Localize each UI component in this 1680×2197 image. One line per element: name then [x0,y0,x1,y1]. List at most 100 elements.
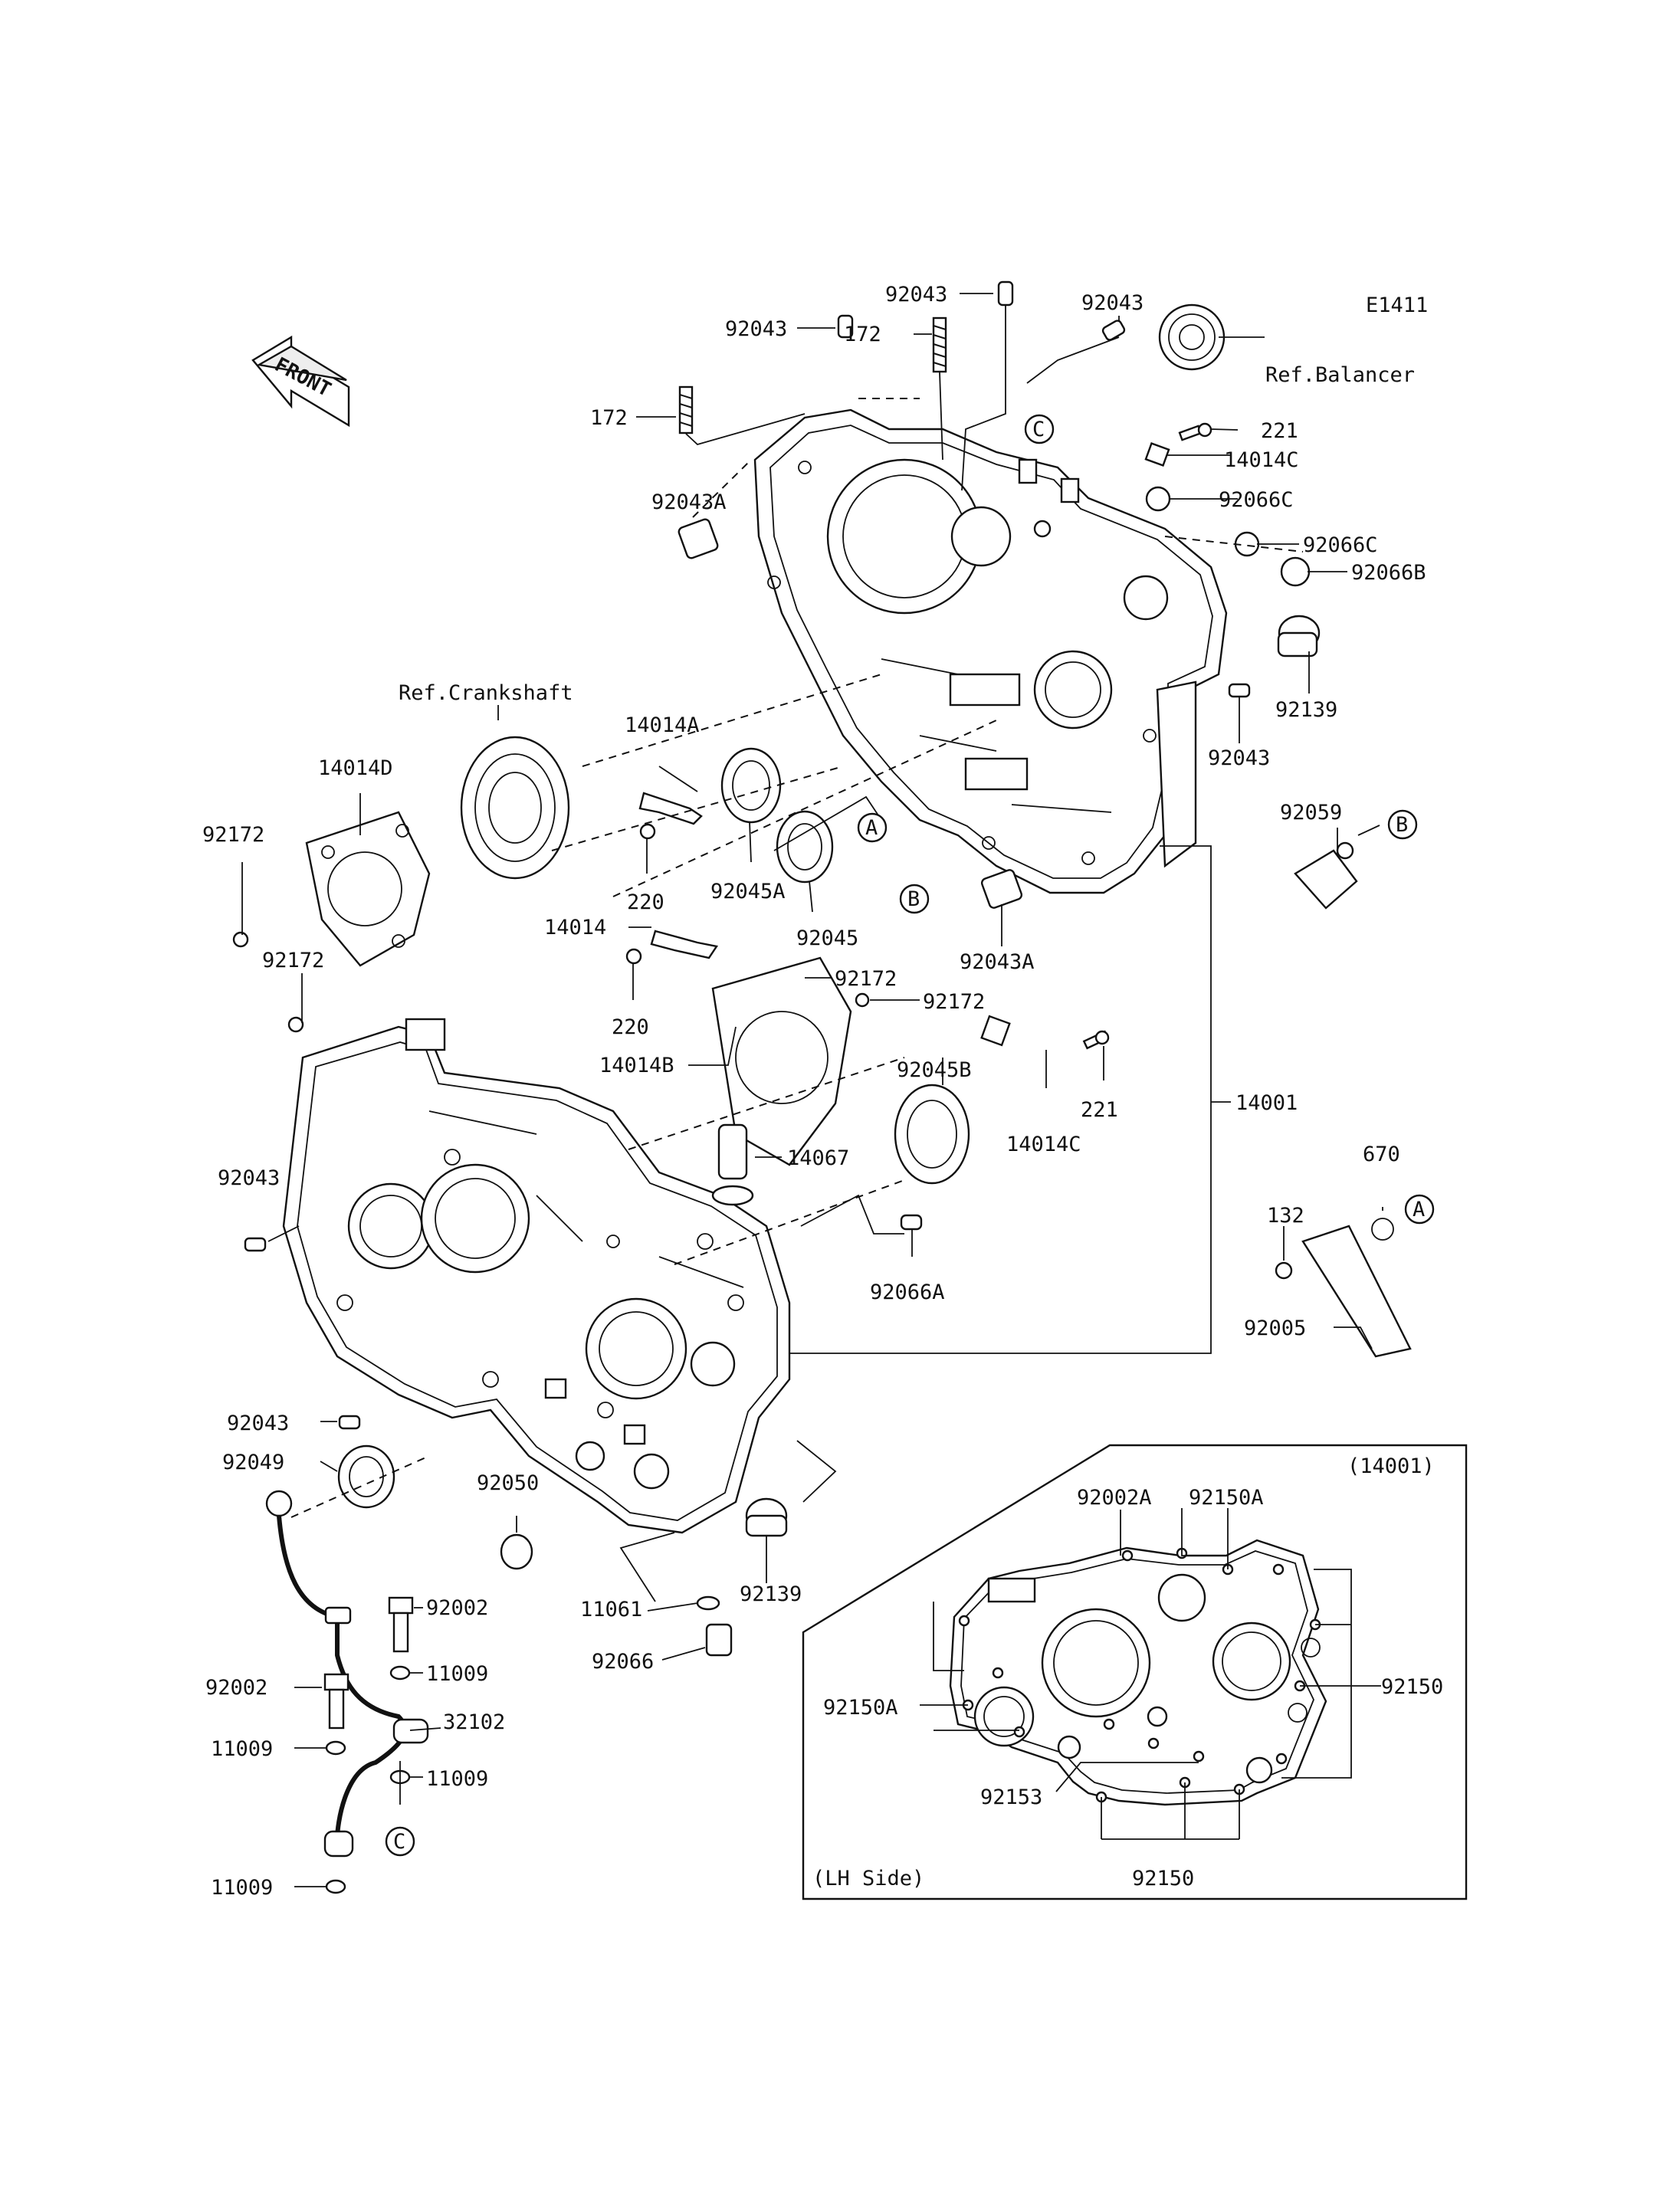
upper-crankcase-half [753,408,1228,894]
bracket-14014C-mid [980,1015,1011,1047]
dowel-92043-low [338,1415,361,1430]
seal-92050 [500,1533,533,1570]
part-label-p92066a: 92066A [870,1280,945,1304]
part-label-p92043-mid: 92043 [725,317,787,341]
part-label-p14014b: 14014B [599,1054,674,1077]
callout-b-2: B [1387,809,1418,840]
part-label-p92066c-a: 92066C [1219,488,1294,512]
bolt-221-mid [1082,1030,1110,1050]
bolt-221-top [1178,422,1212,441]
part-label-p92002-a: 92002 [426,1596,488,1620]
bearing-92045B [894,1084,970,1185]
oring-670 [1371,1218,1394,1241]
bolt-92002-a [388,1596,414,1653]
bearing-92045A [720,747,782,824]
part-label-p14014c-mid: 14014C [1006,1133,1081,1156]
cover-plate-14014D [305,811,431,967]
part-label-p221-mid: 221 [1081,1098,1118,1122]
part-label-p32102: 32102 [443,1710,505,1734]
part-label-p172-top: 172 [844,323,881,346]
callout-letter: C [393,1830,405,1854]
part-label-p14014: 14014 [544,916,606,939]
dowel-92043-right2 [1228,683,1251,698]
dowel-92066A [900,1214,923,1231]
stud-172-top [932,316,947,373]
part-label-p92139-low: 92139 [740,1582,802,1606]
part-label-p92153: 92153 [980,1785,1042,1809]
callout-a-1: A [857,812,888,843]
collar-92066C-a [1145,486,1171,512]
part-label-p92043-right2: 92043 [1208,746,1270,770]
part-label-p92045: 92045 [796,926,858,950]
part-label-p220-a: 220 [627,890,664,914]
callout-letter: B [907,887,920,911]
part-label-p92150-bottom: 92150 [1132,1867,1194,1890]
screw-92172-d [855,992,870,1008]
washer-11061 [696,1595,720,1611]
part-label-p92172-d: 92172 [923,990,985,1014]
collar-92066B [1280,556,1311,587]
seal-92139-right [1277,615,1321,657]
part-label-p92043-top: 92043 [885,283,947,307]
pipe-14067 [711,1123,754,1206]
bracket-14014A [638,792,703,825]
part-label-p92066: 92066 [592,1650,654,1674]
dowel-pin-92043-right [1101,320,1126,341]
part-label-p92049: 92049 [222,1451,284,1474]
front-arrow-icon: FRONT [251,335,350,428]
part-label-p92045b: 92045B [897,1058,972,1082]
part-label-p14014d: 14014D [318,756,393,780]
part-label-p14001: 14001 [1235,1091,1298,1115]
part-label-p92172-b: 92172 [262,949,324,972]
part-label-p11009-b: 11009 [426,1767,488,1791]
callout-b-1: B [899,884,930,914]
part-label-p92150a-left: 92150A [823,1696,898,1720]
assembly-phantom-lines [290,398,1304,1518]
bolt-220-b [625,948,642,965]
seal-92139-low [745,1497,788,1537]
part-label-p92066c-b: 92066C [1303,533,1378,557]
part-label-p92043-low: 92043 [227,1412,289,1435]
part-label-p11061: 11061 [580,1598,642,1622]
part-label-p14014c-top: 14014C [1224,448,1299,472]
callout-letter: A [865,816,878,840]
screw-92172-a [232,931,249,948]
dowel-pin-92043-mid [837,314,854,339]
ref-balancer: Ref.Balancer [1265,363,1415,387]
diagram-code: E1411 [1366,293,1428,317]
part-label-p11009-a: 11009 [426,1662,488,1686]
callout-c-2: C [385,1826,415,1857]
part-label-p11009-c: 11009 [211,1737,273,1761]
part-label-p92172-a: 92172 [202,823,264,847]
seal-92049 [337,1444,395,1509]
part-label-p92172-c: 92172 [835,967,897,991]
dowel-pin-92043-top [997,280,1014,307]
bracket-14014C-top [1144,442,1170,467]
oil-pipe-32102 [265,1490,429,1858]
part-label-p92002a: 92002A [1077,1486,1152,1510]
part-label-p92059: 92059 [1280,801,1342,825]
part-label-p92043a-mid: 92043A [960,950,1035,974]
bolt-132 [1275,1261,1293,1280]
lower-crankcase-half [282,1018,791,1534]
part-label-p14067: 14067 [787,1146,849,1170]
screw-92172-b [287,1016,304,1033]
part-label-p92045a: 92045A [710,880,786,903]
dowel-92043-left [244,1237,267,1252]
dowel-92043A-mid [980,869,1023,909]
pipe-92005 [1301,1225,1412,1358]
sensor-92059 [1294,841,1358,910]
part-label-p670: 670 [1363,1143,1400,1166]
washer-11009-a [389,1665,411,1681]
part-label-p92150a-top: 92150A [1189,1486,1264,1510]
callout-letter: A [1413,1198,1425,1221]
inset-title: (14001) [1347,1454,1435,1478]
inset-side-label: (LH Side) [812,1867,924,1890]
part-label-p92150-right: 92150 [1381,1675,1443,1699]
washer-11009-d [325,1879,346,1894]
inset-labels: 92002A 92150A 92150A 92150 92153 92150 [823,1486,1443,1890]
part-label-p92002-b: 92002 [205,1676,267,1700]
part-label-p221-top: 221 [1261,419,1298,443]
ref-crankshaft: Ref.Crankshaft [399,681,573,705]
